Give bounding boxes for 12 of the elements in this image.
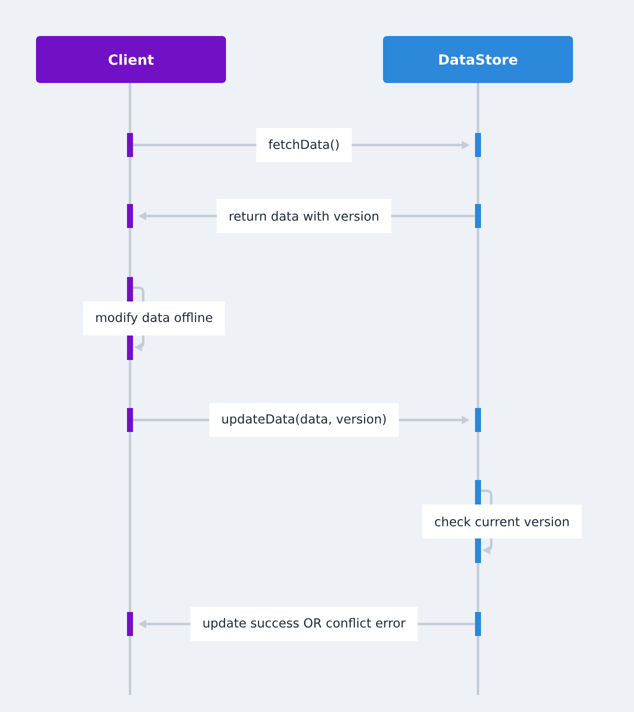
edge-label: modify data offline [83, 302, 225, 336]
activation-bar [127, 408, 133, 432]
activation-bar [127, 612, 133, 636]
participant-box: DataStore [383, 36, 573, 83]
edge-label: return data with version [216, 199, 392, 233]
edge-label: fetchData() [256, 128, 352, 162]
activation-bar [127, 204, 133, 228]
participant-box: Client [36, 36, 226, 83]
activation-bar [127, 133, 133, 157]
edge-label: update success OR conflict error [190, 607, 418, 641]
edge-label: check current version [422, 504, 582, 538]
edge-label: updateData(data, version) [209, 403, 399, 437]
